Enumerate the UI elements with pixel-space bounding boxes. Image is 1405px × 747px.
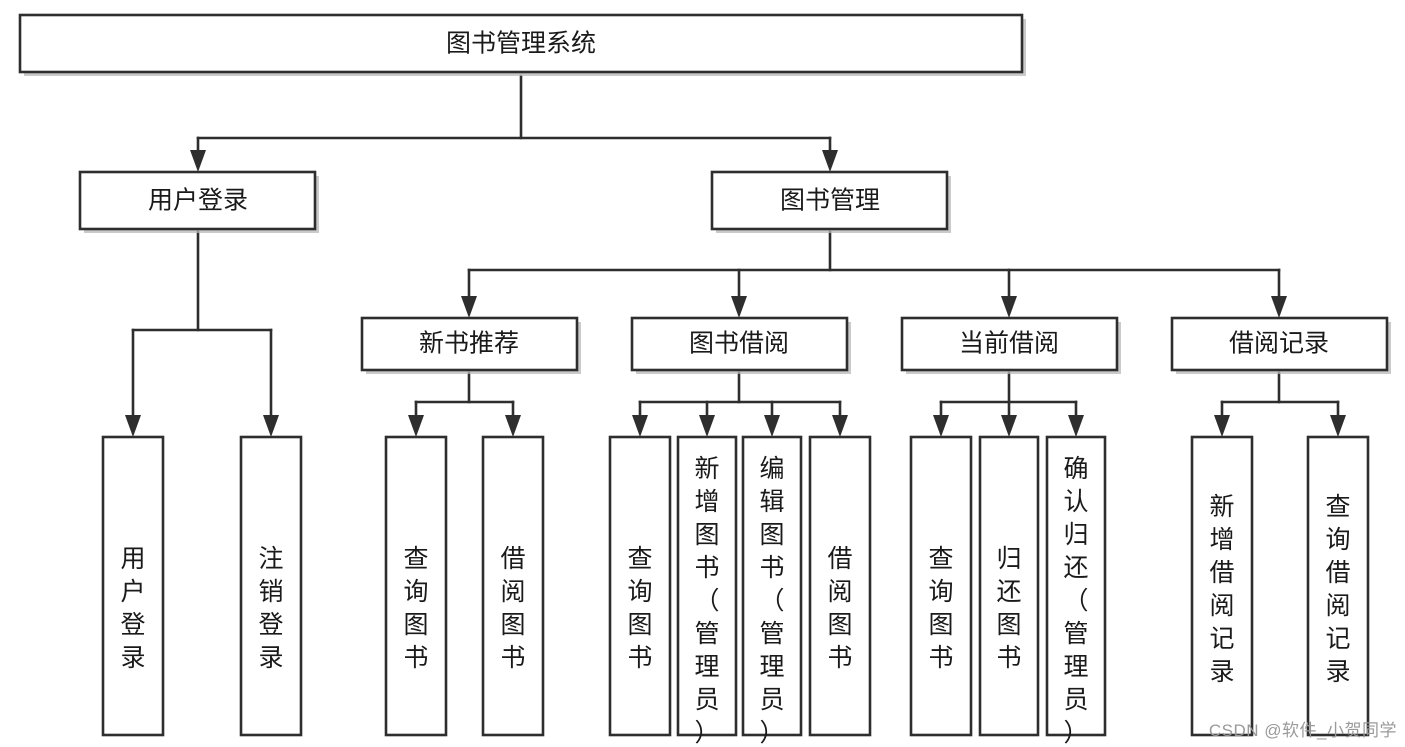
leaf-label-vertical: 查询图书 (928, 545, 953, 672)
leaf-box[interactable] (1045, 435, 1107, 737)
leaf-label-vertical: 确认归还（管理员） (1063, 455, 1088, 747)
arrow-current-leaf-2 (1001, 415, 1017, 437)
book-borrow-box[interactable] (630, 316, 849, 372)
arrow-bookmgmt-current (1001, 296, 1017, 318)
root-label: 图书管理系统 (446, 30, 596, 58)
leaf-newbook-query[interactable]: 查询图书 (384, 435, 448, 737)
arrow-borrow-leaf-1 (632, 415, 648, 437)
leaf-borrow-edit-book-admin[interactable]: 编辑图书（管理员） (741, 435, 803, 747)
leaf-label-vertical: 编辑图书（管理员） (759, 455, 784, 747)
leaf-label-vertical: 借阅图书 (827, 545, 852, 672)
node-current-borrow[interactable]: 当前借阅 (900, 316, 1121, 374)
leaf-box[interactable] (608, 435, 672, 737)
leaf-label-vertical: 查询借阅记录 (1325, 493, 1350, 686)
arrow-newbook-leaf-1 (408, 415, 424, 437)
leaf-label-vertical: 查询图书 (403, 545, 428, 672)
borrow-record-label: 借阅记录 (1229, 330, 1329, 358)
leaf-user-login-logout[interactable]: 注销登录 (239, 435, 303, 737)
leaf-label-vertical: 新增图书（管理员） (694, 455, 719, 747)
leaf-record-add[interactable]: 新增借阅记录 (1190, 435, 1254, 737)
arrow-current-leaf-3 (1068, 415, 1084, 437)
arrow-borrow-leaf-3 (764, 415, 780, 437)
leaf-borrow-query[interactable]: 查询图书 (608, 435, 672, 737)
user-login-label: 用户登录 (148, 187, 248, 215)
node-new-book-recommend[interactable]: 新书推荐 (360, 316, 581, 374)
book-mgmt-label: 图书管理 (780, 187, 880, 215)
leaf-label-vertical: 新增借阅记录 (1209, 493, 1234, 686)
borrow-record-box[interactable] (1170, 316, 1389, 372)
current-borrow-label: 当前借阅 (959, 330, 1059, 358)
node-book-management[interactable]: 图书管理 (710, 170, 951, 233)
new-book-label: 新书推荐 (419, 330, 519, 358)
arrow-root-to-book-mgmt (822, 150, 838, 172)
node-book-borrow[interactable]: 图书借阅 (630, 316, 851, 374)
node-user-login[interactable]: 用户登录 (78, 170, 319, 233)
root-box[interactable] (18, 13, 1024, 74)
node-borrow-record[interactable]: 借阅记录 (1170, 316, 1391, 374)
leaf-box[interactable] (239, 435, 303, 737)
leaf-box[interactable] (101, 435, 165, 737)
arrow-userlogin-leaf-2 (263, 415, 279, 437)
leaf-current-query[interactable]: 查询图书 (909, 435, 973, 737)
leaf-current-confirm-return-admin[interactable]: 确认归还（管理员） (1045, 435, 1107, 747)
leaf-newbook-borrow[interactable]: 借阅图书 (481, 435, 545, 737)
arrow-record-leaf-1 (1214, 415, 1230, 437)
leaf-box[interactable] (481, 435, 545, 737)
leaf-box[interactable] (978, 435, 1040, 737)
arrow-bookmgmt-newbook (461, 296, 477, 318)
leaf-record-query[interactable]: 查询借阅记录 (1306, 435, 1370, 737)
arrow-bookmgmt-record (1271, 296, 1287, 318)
leaf-borrow-borrow-book[interactable]: 借阅图书 (808, 435, 872, 737)
arrow-userlogin-leaf-1 (125, 415, 141, 437)
leaf-box[interactable] (909, 435, 973, 737)
node-root-system[interactable]: 图书管理系统 (18, 13, 1026, 76)
leaf-borrow-add-book-admin[interactable]: 新增图书（管理员） (676, 435, 738, 747)
leaf-label-vertical: 用户登录 (120, 545, 145, 672)
leaf-box[interactable] (1190, 435, 1254, 737)
arrow-root-to-user-login (190, 150, 206, 172)
arrow-borrow-leaf-4 (832, 415, 848, 437)
book-borrow-label: 图书借阅 (689, 330, 789, 358)
leaf-label-vertical: 归还图书 (996, 545, 1021, 672)
arrow-bookmgmt-borrow (731, 296, 747, 318)
leaf-label-vertical: 查询图书 (627, 545, 652, 672)
leaf-user-login-login[interactable]: 用户登录 (101, 435, 165, 737)
leaf-label-vertical: 注销登录 (258, 545, 283, 672)
leaf-layer: 用户登录 注销登录 查询图书 借阅图书 查询图书 新增图书 (101, 435, 1370, 747)
new-book-box[interactable] (360, 316, 579, 372)
user-login-box[interactable] (78, 170, 317, 231)
arrow-newbook-leaf-2 (505, 415, 521, 437)
leaf-current-return[interactable]: 归还图书 (978, 435, 1040, 737)
leaf-label-vertical: 借阅图书 (500, 545, 525, 672)
leaf-box[interactable] (384, 435, 448, 737)
connector-layer (125, 74, 1346, 437)
current-borrow-box[interactable] (900, 316, 1119, 372)
book-mgmt-box[interactable] (710, 170, 949, 231)
arrow-borrow-leaf-2 (699, 415, 715, 437)
leaf-box[interactable] (741, 435, 803, 737)
leaf-box[interactable] (808, 435, 872, 737)
arrow-current-leaf-1 (933, 415, 949, 437)
leaf-box[interactable] (676, 435, 738, 737)
leaf-box[interactable] (1306, 435, 1370, 737)
arrow-record-leaf-2 (1330, 415, 1346, 437)
